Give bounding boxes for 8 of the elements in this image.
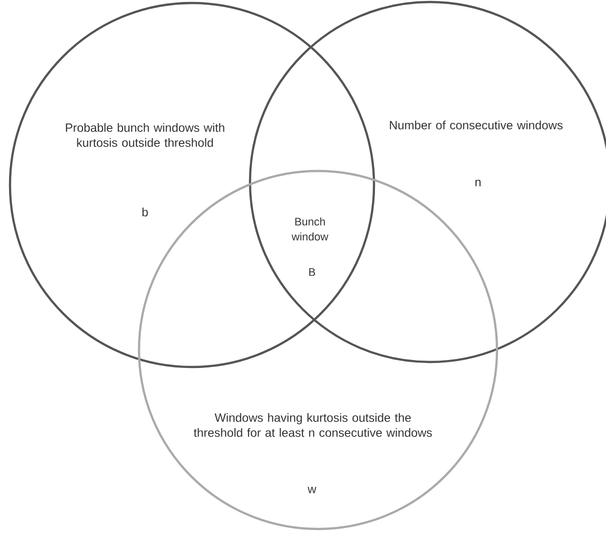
intersection-label: B	[309, 268, 316, 276]
circle-label: Windows having kurtosis outside the threshold for at least n consecutive windows	[194, 413, 432, 437]
circle-label: Probable bunch windows with kurtosis outside threshold	[66, 123, 224, 147]
circle-label: b	[142, 208, 148, 216]
circle-label: w	[308, 486, 316, 494]
circle-label: Number of consecutive windows	[390, 120, 563, 130]
circle-label: n	[475, 180, 481, 186]
intersection-label: Bunch window	[292, 217, 328, 241]
